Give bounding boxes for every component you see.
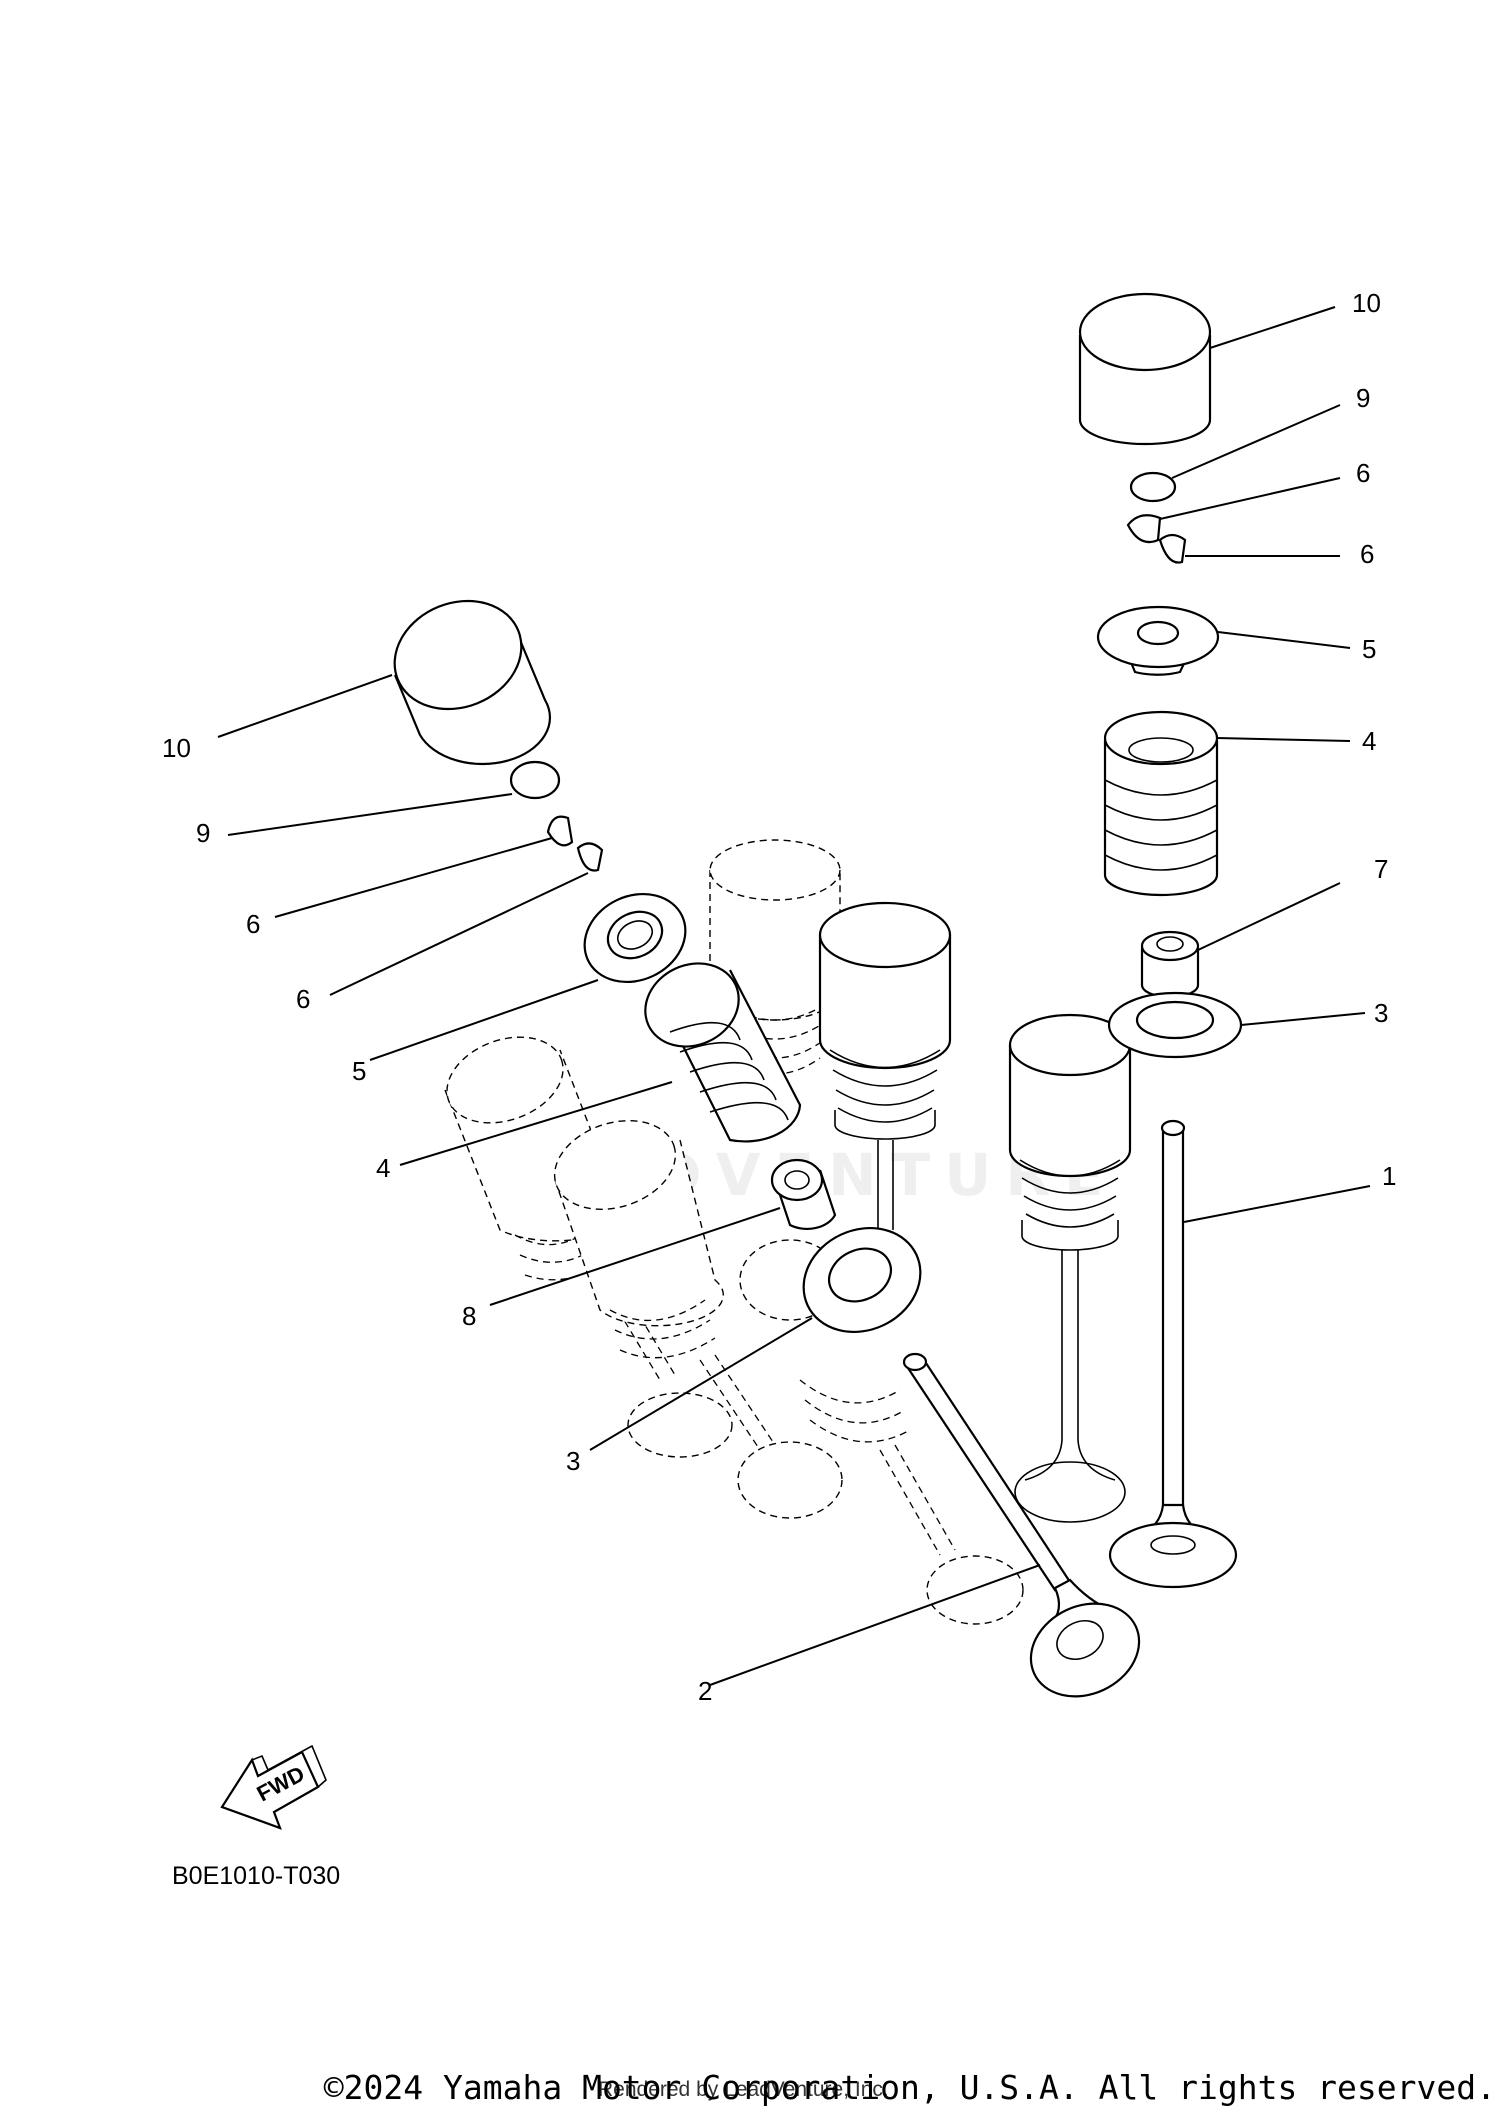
intake-valve: [1108, 1119, 1238, 1589]
callout-9-left: 9: [196, 818, 210, 848]
callout-2: 2: [698, 1676, 712, 1706]
ghost-valve-assembly-left-2: [553, 1119, 843, 1519]
valve-lifter-left: [393, 599, 552, 766]
valve-spring-left: [644, 962, 802, 1143]
valve-retainer-left: [583, 892, 687, 984]
copyright-notice: ©2024 Yamaha Motor Corporation, U.S.A. A…: [323, 2068, 1496, 2107]
callout-4-right: 4: [1362, 726, 1376, 756]
callout-4-left: 4: [376, 1153, 390, 1183]
ghost-valve-assembly-rear-left: [709, 839, 841, 1075]
leader-lines: [217, 306, 1371, 1686]
valve-cotter-right-a: [1126, 514, 1162, 544]
callout-10-right: 10: [1352, 288, 1381, 318]
valve-stem-seal-right: [1140, 930, 1200, 999]
callout-6-left-top: 6: [246, 909, 260, 939]
spring-seat-left: [802, 1226, 922, 1334]
callout-3-right: 3: [1374, 998, 1388, 1028]
callout-5-left: 5: [352, 1056, 366, 1086]
callout-1: 1: [1382, 1161, 1396, 1191]
spring-seat-right: [1107, 991, 1243, 1059]
valve-pad-right: [1129, 471, 1177, 503]
callout-6-right-bottom: 6: [1360, 539, 1374, 569]
callout-6-right-top: 6: [1356, 458, 1370, 488]
valve-cotter-left-a: [546, 815, 574, 847]
callout-10-left: 10: [162, 733, 191, 763]
valve-spring-right: [1103, 710, 1219, 897]
valve-cotter-right-b: [1158, 533, 1187, 564]
callout-9-right: 9: [1356, 383, 1370, 413]
valve-pad-left: [509, 760, 561, 800]
callout-6-left-bottom: 6: [296, 984, 310, 1014]
valve-stem-seal-left: [770, 1158, 837, 1231]
valve-retainer-right: [1096, 605, 1220, 676]
callout-5-right: 5: [1362, 634, 1376, 664]
callout-8: 8: [462, 1301, 476, 1331]
installed-valve-assembly-center: [818, 901, 952, 1230]
installed-valve-assembly-right: [1008, 1013, 1132, 1523]
fwd-arrow-icon: FWD: [220, 1744, 327, 1830]
valve-cotter-left-b: [576, 842, 604, 872]
exhaust-valve: [902, 1352, 1141, 1698]
callout-3-left: 3: [566, 1446, 580, 1476]
valve-lifter-right: [1078, 292, 1212, 446]
rendered-by-text: Rendered by LeadVenture, Inc.: [598, 2078, 889, 2101]
callout-7: 7: [1374, 854, 1388, 884]
diagram-code: B0E1010-T030: [172, 1862, 341, 1890]
